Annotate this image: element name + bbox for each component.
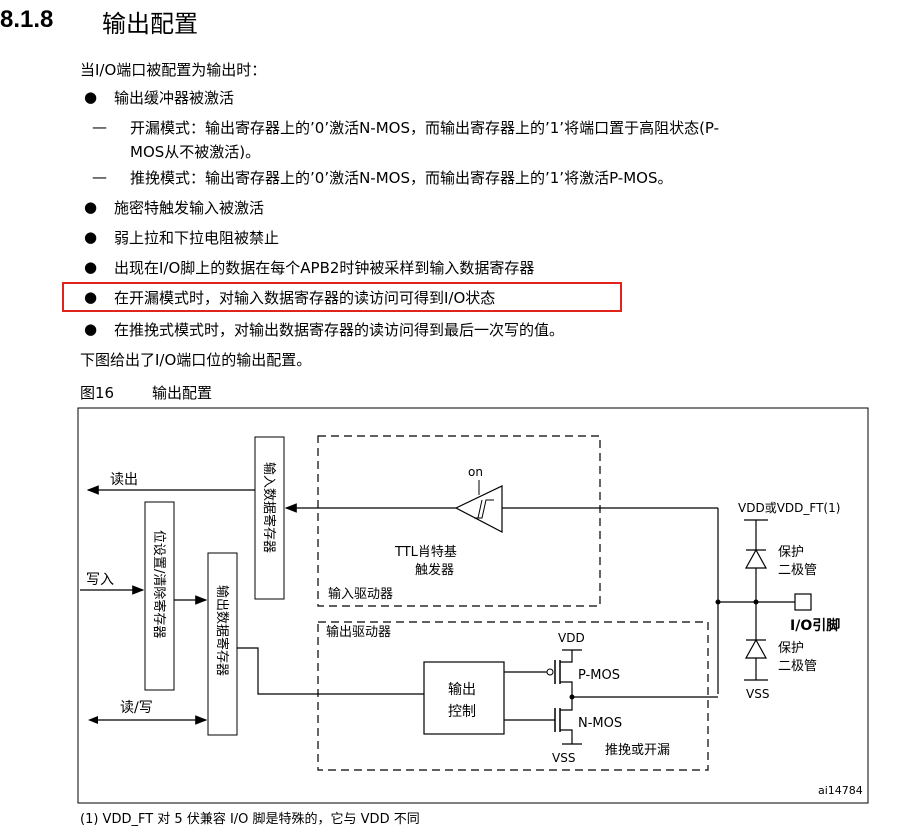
output-data-register-label: 输出数据寄存器 <box>214 585 230 676</box>
nmos-drain <box>560 697 573 711</box>
pmos-drain <box>560 650 573 663</box>
dash-marker: — <box>92 168 107 186</box>
upper-protect-label: 保护 <box>778 545 804 560</box>
bullet-item: 出现在I/O脚上的数据在每个APB2时钟被采样到输入数据寄存器 <box>114 259 535 277</box>
input-data-register-label: 输入数据寄存器 <box>261 462 277 553</box>
lower-diode-label: 二极管 <box>778 659 817 674</box>
output-driver-box <box>317 621 709 771</box>
write-label: 写入 <box>86 572 114 588</box>
bitset-register <box>144 501 175 691</box>
bullet-item: 施密特触发输入被激活 <box>114 199 265 217</box>
push-pull-od-label: 推挽或开漏 <box>605 742 670 758</box>
sub-item: 推挽模式：输出寄存器上的’0’激活N-MOS，而输出寄存器上的’1’将激活P-M… <box>130 169 673 187</box>
read-label: 读出 <box>110 471 138 488</box>
footnote: (1) VDD_FT 对 5 伏兼容 I/O 脚是特殊的，它与 VDD 不同 <box>80 812 420 827</box>
section-title: 输出配置 <box>102 10 198 38</box>
bullet-item-highlighted: 在开漏模式时，对输入数据寄存器的读访问可得到I/O状态 <box>114 289 496 307</box>
input-driver-box <box>317 435 601 607</box>
outro-text: 下图给出了I/O端口位的输出配置。 <box>80 351 312 369</box>
bullet-dot: ● <box>84 288 98 306</box>
bullet-item: 弱上拉和下拉电阻被禁止 <box>114 229 280 247</box>
figure-frame <box>77 407 869 804</box>
output-control-label-1: 输出 <box>448 682 476 698</box>
output-data-register <box>207 552 238 736</box>
highlight-box <box>62 282 622 312</box>
nmos-label: N-MOS <box>578 716 622 731</box>
bullet-dot: ● <box>84 198 98 216</box>
input-driver-label: 输入驱动器 <box>328 586 393 602</box>
upper-diode <box>744 548 768 569</box>
upper-diode-label: 二极管 <box>778 563 817 578</box>
intro-text: 当I/O端口被配置为输出时： <box>80 61 267 79</box>
read-write-label: 读/写 <box>120 699 153 716</box>
hysteresis-symbol <box>474 499 494 519</box>
bullet-dot: ● <box>84 88 98 106</box>
pin-node-1 <box>715 599 721 605</box>
sub-item-continued: MOS从不被激活)。 <box>130 143 261 161</box>
bullet-dot: ● <box>84 258 98 276</box>
pmos-gate-bubble <box>546 668 554 676</box>
output-control-box <box>423 661 505 735</box>
read-write-arrowhead <box>88 716 98 724</box>
bullet-dot: ● <box>84 228 98 246</box>
sub-item: 开漏模式：输出寄存器上的’0’激活N-MOS，而输出寄存器上的’1’将端口置于高… <box>130 119 720 137</box>
bullet-item: 在推挽式模式时，对输出数据寄存器的读访问得到最后一次写的值。 <box>114 321 565 339</box>
bullet-dot: ● <box>84 320 98 338</box>
figure-label: 图16 <box>80 384 115 402</box>
io-pin-square <box>794 593 812 611</box>
vss-right-label: VSS <box>746 687 769 701</box>
section-number: 8.1.8 <box>0 6 54 33</box>
lower-diode <box>744 638 768 659</box>
schmitt-trigger <box>454 485 503 533</box>
ttl-schmitt-label-2: 触发器 <box>415 562 454 578</box>
vdd-or-vddft-label: VDD或VDD_FT(1) <box>738 501 840 515</box>
pmos-source <box>560 681 573 697</box>
input-data-register <box>254 436 285 600</box>
lower-protect-label: 保护 <box>778 641 804 656</box>
bullet-item: 输出缓冲器被激活 <box>114 89 235 107</box>
bitset-register-label: 位设置/清除寄存器 <box>151 530 167 638</box>
schmitt-on-label: on <box>468 465 483 479</box>
ttl-schmitt-label-1: TTL肖特基 <box>394 545 457 560</box>
vss-label: VSS <box>552 751 575 765</box>
figure-title: 输出配置 <box>152 384 213 402</box>
output-driver-label: 输出驱动器 <box>326 624 391 640</box>
vdd-label: VDD <box>558 631 585 645</box>
output-control-label-2: 控制 <box>448 704 476 720</box>
odr-to-control-line <box>237 647 424 695</box>
figure-id: ai14784 <box>818 784 863 797</box>
pmos-label: P-MOS <box>578 668 620 683</box>
nmos-source <box>560 729 573 744</box>
dash-marker: — <box>92 118 107 136</box>
io-pin-label: I/O引脚 <box>790 618 840 634</box>
